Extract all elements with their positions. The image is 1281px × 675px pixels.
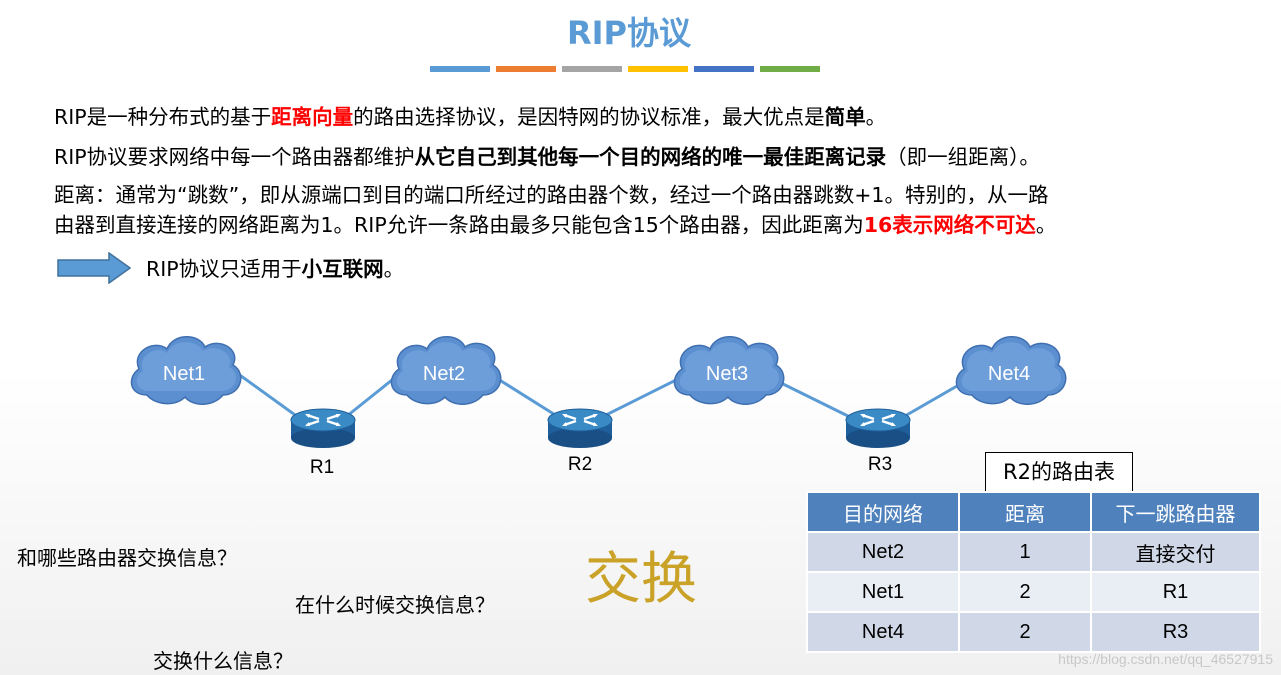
table-row: Net1 2 R1 [806, 571, 1261, 613]
routing-table-caption: R2的路由表 [985, 452, 1133, 492]
arrow-right-icon [57, 252, 131, 284]
router-icon [844, 407, 912, 450]
bold-text: 小互联网 [301, 257, 384, 281]
table-cell: Net2 [806, 531, 960, 573]
accent-bar [562, 66, 622, 72]
router-label: R3 [868, 454, 892, 475]
link-line [229, 366, 303, 422]
table-cell: Net4 [806, 611, 960, 653]
accent-bar [430, 66, 490, 72]
accent-bar [760, 66, 820, 72]
text: 由器到直接连接的网络距离为1。RIP允许一条路由最多只能包含15个路由器，因此距… [54, 213, 864, 237]
exchange-heading: 交换 [585, 547, 697, 612]
text: 。 [865, 105, 887, 129]
network-label: Net2 [423, 363, 465, 385]
table-cell: Net1 [806, 571, 960, 613]
network-label: Net4 [988, 363, 1030, 385]
table-header-row: 目的网络 距离 下一跳路由器 [806, 491, 1261, 533]
text: RIP协议只适用于 [146, 257, 302, 281]
watermark: https://blog.csdn.net/qq_46527915 [1058, 651, 1273, 667]
arrow-note: RIP协议只适用于小互联网。 [146, 252, 404, 286]
router-icon [546, 407, 614, 450]
column-header: 目的网络 [806, 491, 960, 533]
paragraph-definition: RIP是一种分布式的基于距离向量的路由选择协议，是因特网的协议标准，最大优点是简… [54, 100, 886, 134]
network-topology-diagram: Net1 Net2 Net3 Net4 R1 R2 R3 [130, 335, 1067, 478]
accent-bar [628, 66, 688, 72]
link-line [774, 378, 857, 422]
link-line [599, 376, 681, 420]
text: RIP是一种分布式的基于 [54, 105, 272, 129]
table-cell: 2 [958, 571, 1092, 613]
table-cell: 2 [958, 611, 1092, 653]
question-which-routers: 和哪些路由器交换信息？ [17, 546, 237, 570]
link-lines [229, 366, 965, 422]
table-cell: R3 [1090, 611, 1261, 653]
question-when: 在什么时候交换信息？ [295, 593, 495, 617]
text: RIP协议要求网络中每一个路由器都维护 [54, 145, 415, 169]
paragraph-requirement: RIP协议要求网络中每一个路由器都维护从它自己到其他每一个目的网络的唯一最佳距离… [54, 140, 1040, 174]
link-line [489, 372, 561, 420]
column-header: 下一跳路由器 [1090, 491, 1261, 533]
router-label: R2 [568, 454, 592, 475]
accent-bars [430, 66, 820, 72]
accent-bar [694, 66, 754, 72]
accent-bar [496, 66, 556, 72]
router-icon [289, 407, 357, 450]
table-row: Net4 2 R3 [806, 611, 1261, 653]
highlight-text: 距离向量 [271, 105, 354, 129]
network-label: Net3 [706, 363, 748, 385]
question-what: 交换什么信息？ [153, 649, 293, 673]
text: 。 [383, 257, 405, 281]
bold-text: 从它自己到其他每一个目的网络的唯一最佳距离记录 [414, 145, 887, 169]
column-header: 距离 [958, 491, 1092, 533]
bold-text: 简单 [824, 105, 866, 129]
paragraph-distance-line1: 距离：通常为“跳数”，即从源端口到目的端口所经过的路由器个数，经过一个路由器跳数… [54, 178, 1048, 212]
slide-title: RIP协议 [566, 14, 691, 52]
routing-table: 目的网络 距离 下一跳路由器 Net2 1 直接交付 Net1 2 R1 Net… [806, 491, 1261, 653]
table-cell: 1 [958, 531, 1092, 573]
highlight-text: 16表示网络不可达 [863, 213, 1036, 237]
table-cell: R1 [1090, 571, 1261, 613]
table-row: Net2 1 直接交付 [806, 531, 1261, 573]
paragraph-distance-line2: 由器到直接连接的网络距离为1。RIP允许一条路由最多只能包含15个路由器，因此距… [54, 208, 1056, 242]
text: 的路由选择协议，是因特网的协议标准，最大优点是 [353, 105, 825, 129]
text: 距离：通常为“跳数”，即从源端口到目的端口所经过的路由器个数，经过一个路由器跳数… [54, 183, 1049, 207]
link-line [897, 380, 965, 422]
router-label: R1 [310, 457, 334, 478]
table-cell: 直接交付 [1090, 531, 1261, 573]
text: 。 [1035, 213, 1057, 237]
text: （即一组距离）。 [886, 145, 1040, 169]
network-label: Net1 [163, 363, 205, 385]
